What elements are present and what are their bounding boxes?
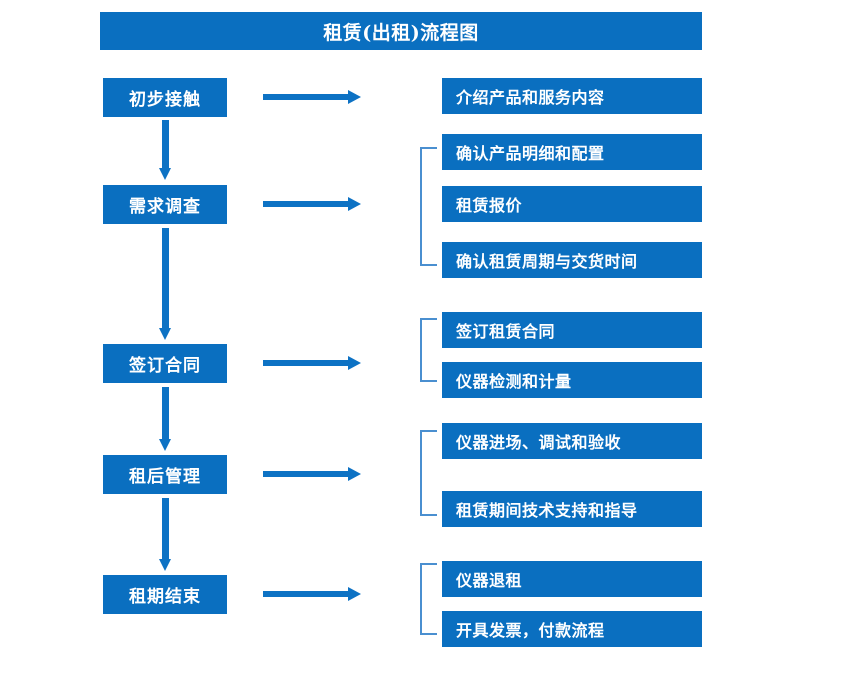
bracket-lease-end-group — [420, 563, 437, 635]
vertical-arrow-contract-to-management — [159, 387, 172, 451]
detail-box-rental-quotation[interactable]: 租赁报价 — [442, 186, 702, 222]
detail-box-instrument-inspection-metering[interactable]: 仪器检测和计量 — [442, 362, 702, 398]
bracket-post-rental-management-group — [420, 430, 437, 516]
horizontal-arrow-lease-end — [263, 587, 361, 601]
detail-box-introduce-products-services[interactable]: 介绍产品和服务内容 — [442, 78, 702, 114]
detail-box-instrument-entry-commissioning-acceptance[interactable]: 仪器进场、调试和验收 — [442, 423, 702, 459]
bracket-sign-contract-group — [420, 318, 437, 382]
vertical-arrow-contact-to-survey — [159, 120, 172, 180]
detail-box-technical-support-during-lease[interactable]: 租赁期间技术支持和指导 — [442, 491, 702, 527]
vertical-arrow-management-to-lease-end — [159, 498, 172, 571]
bracket-needs-survey-group — [420, 147, 437, 266]
stage-box-sign-contract[interactable]: 签订合同 — [103, 344, 227, 383]
detail-box-invoice-payment-process[interactable]: 开具发票，付款流程 — [442, 611, 702, 647]
detail-box-sign-lease-agreement[interactable]: 签订租赁合同 — [442, 312, 702, 348]
stage-box-lease-end[interactable]: 租期结束 — [103, 575, 227, 614]
horizontal-arrow-post-rental-management — [263, 467, 361, 481]
detail-box-instrument-return[interactable]: 仪器退租 — [442, 561, 702, 597]
stage-box-needs-survey[interactable]: 需求调查 — [103, 185, 227, 224]
diagram-title: 租赁(出租)流程图 — [100, 12, 702, 50]
horizontal-arrow-initial-contact — [263, 90, 361, 104]
detail-box-confirm-lease-period-delivery[interactable]: 确认租赁周期与交货时间 — [442, 242, 702, 278]
horizontal-arrow-sign-contract — [263, 356, 361, 370]
stage-box-post-rental-management[interactable]: 租后管理 — [103, 455, 227, 494]
horizontal-arrow-needs-survey — [263, 197, 361, 211]
stage-box-initial-contact[interactable]: 初步接触 — [103, 78, 227, 117]
detail-box-confirm-product-details[interactable]: 确认产品明细和配置 — [442, 134, 702, 170]
vertical-arrow-survey-to-contract — [159, 228, 172, 340]
